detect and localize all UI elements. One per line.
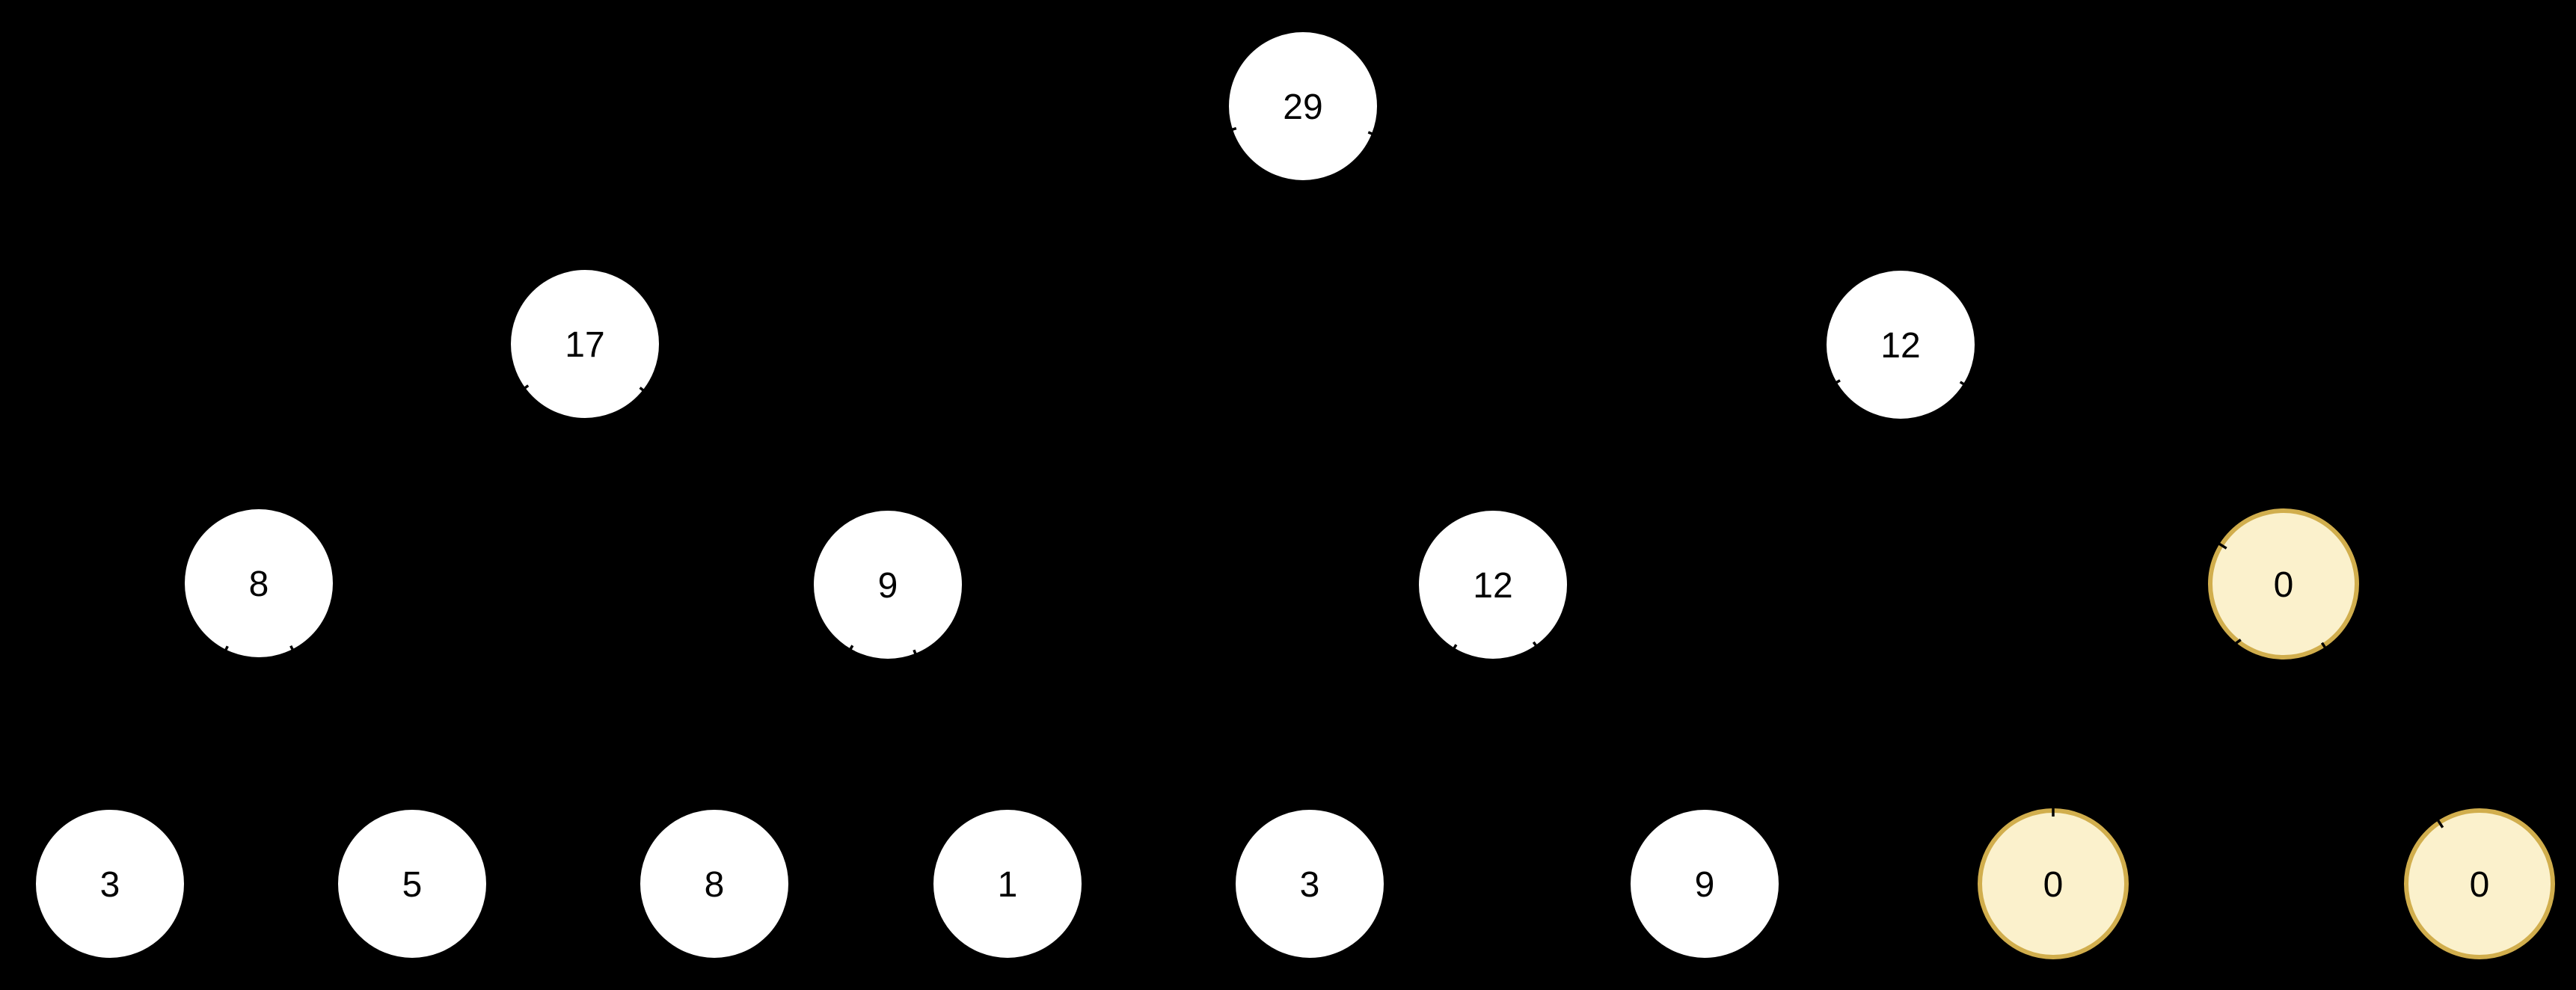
tree-node-n3a: 3 [36,810,184,958]
node-label: 12 [1880,326,1920,366]
node-label: 0 [2043,865,2064,905]
node-label: 12 [1473,566,1512,606]
node-label: 3 [1300,865,1320,905]
node-label: 0 [2274,565,2294,605]
tree-node-n5a: 5 [338,810,486,958]
node-circle [1419,511,1567,659]
node-circle [1229,32,1377,180]
edge-n29-n12r [1367,131,1833,319]
node-circle [511,270,659,418]
edge-n0a-n0b [2052,639,2242,817]
tree-node-n9b: 9 [1631,810,1779,958]
tree-edges [141,126,2444,828]
edge-n12b-n3b [1347,644,1458,822]
node-label: 9 [878,566,898,606]
node-circle [814,511,962,659]
edge-n9a-n8b [750,645,854,821]
edge-n8a-n3a [141,645,229,819]
tree-node-n1a: 1 [933,810,1082,958]
tree-node-n12r: 12 [1827,271,1975,419]
tree-node-n0b: 0 [1978,808,2129,959]
node-label: 29 [1283,87,1322,127]
node-circle [933,810,1082,958]
edge-n9a-n1a [913,649,981,816]
tree-node-n29: 29 [1229,32,1377,180]
edge-n8a-n5a [289,645,380,819]
edge-n0a-n0c [2320,642,2444,828]
tree-node-n17: 17 [511,270,659,418]
node-circle [185,509,333,657]
node-circle [640,810,788,958]
node-label: 0 [2470,865,2490,905]
node-circle [1631,810,1779,958]
node-label: 9 [1695,865,1715,905]
tree-node-n9a: 9 [814,511,962,659]
edge-n12b-n9b [1532,641,1663,825]
tree-nodes: 29 17 12 8 9 12 0 3 5 8 1 3 9 0 0 [36,32,2555,959]
edge-n17-n9a [639,387,831,540]
node-circle [1827,271,1975,419]
edge-n12r-n0a [1959,381,2227,550]
node-circle [338,810,486,958]
node-label: 8 [249,565,269,604]
tree-node-n12b: 12 [1419,511,1567,659]
node-label: 8 [705,865,725,905]
node-label: 3 [100,865,120,905]
node-label: 1 [998,865,1018,905]
node-label: 5 [402,865,423,905]
highlighted-node-circle [2208,508,2359,660]
tree-node-n8a: 8 [185,509,333,657]
edge-n29-n17 [654,126,1237,322]
node-label: 17 [565,325,604,365]
tree-node-n3b: 3 [1236,810,1384,958]
tree-node-n0c: 0 [2404,808,2555,959]
node-circle [36,810,184,958]
highlighted-node-circle [2404,808,2555,959]
node-circle [1236,810,1384,958]
tree-node-n8b: 8 [640,810,788,958]
edge-n12r-n12b [1556,379,1841,549]
edge-n17-n8a [317,384,530,541]
tree-node-n0a: 0 [2208,508,2359,660]
